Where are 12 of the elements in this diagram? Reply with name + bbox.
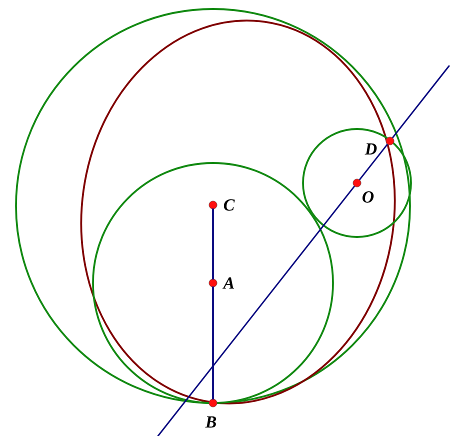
- point: [208, 398, 218, 408]
- point-label: A: [222, 277, 234, 289]
- point: [386, 136, 394, 146]
- line-segment: [212, 286, 214, 400]
- point: [208, 278, 218, 288]
- point-label: B: [205, 416, 216, 428]
- line-segment: [212, 208, 214, 280]
- point-label: C: [224, 199, 235, 211]
- point-label: O: [362, 191, 374, 203]
- point: [352, 178, 362, 188]
- point-label: D: [364, 143, 377, 155]
- point: [208, 200, 218, 210]
